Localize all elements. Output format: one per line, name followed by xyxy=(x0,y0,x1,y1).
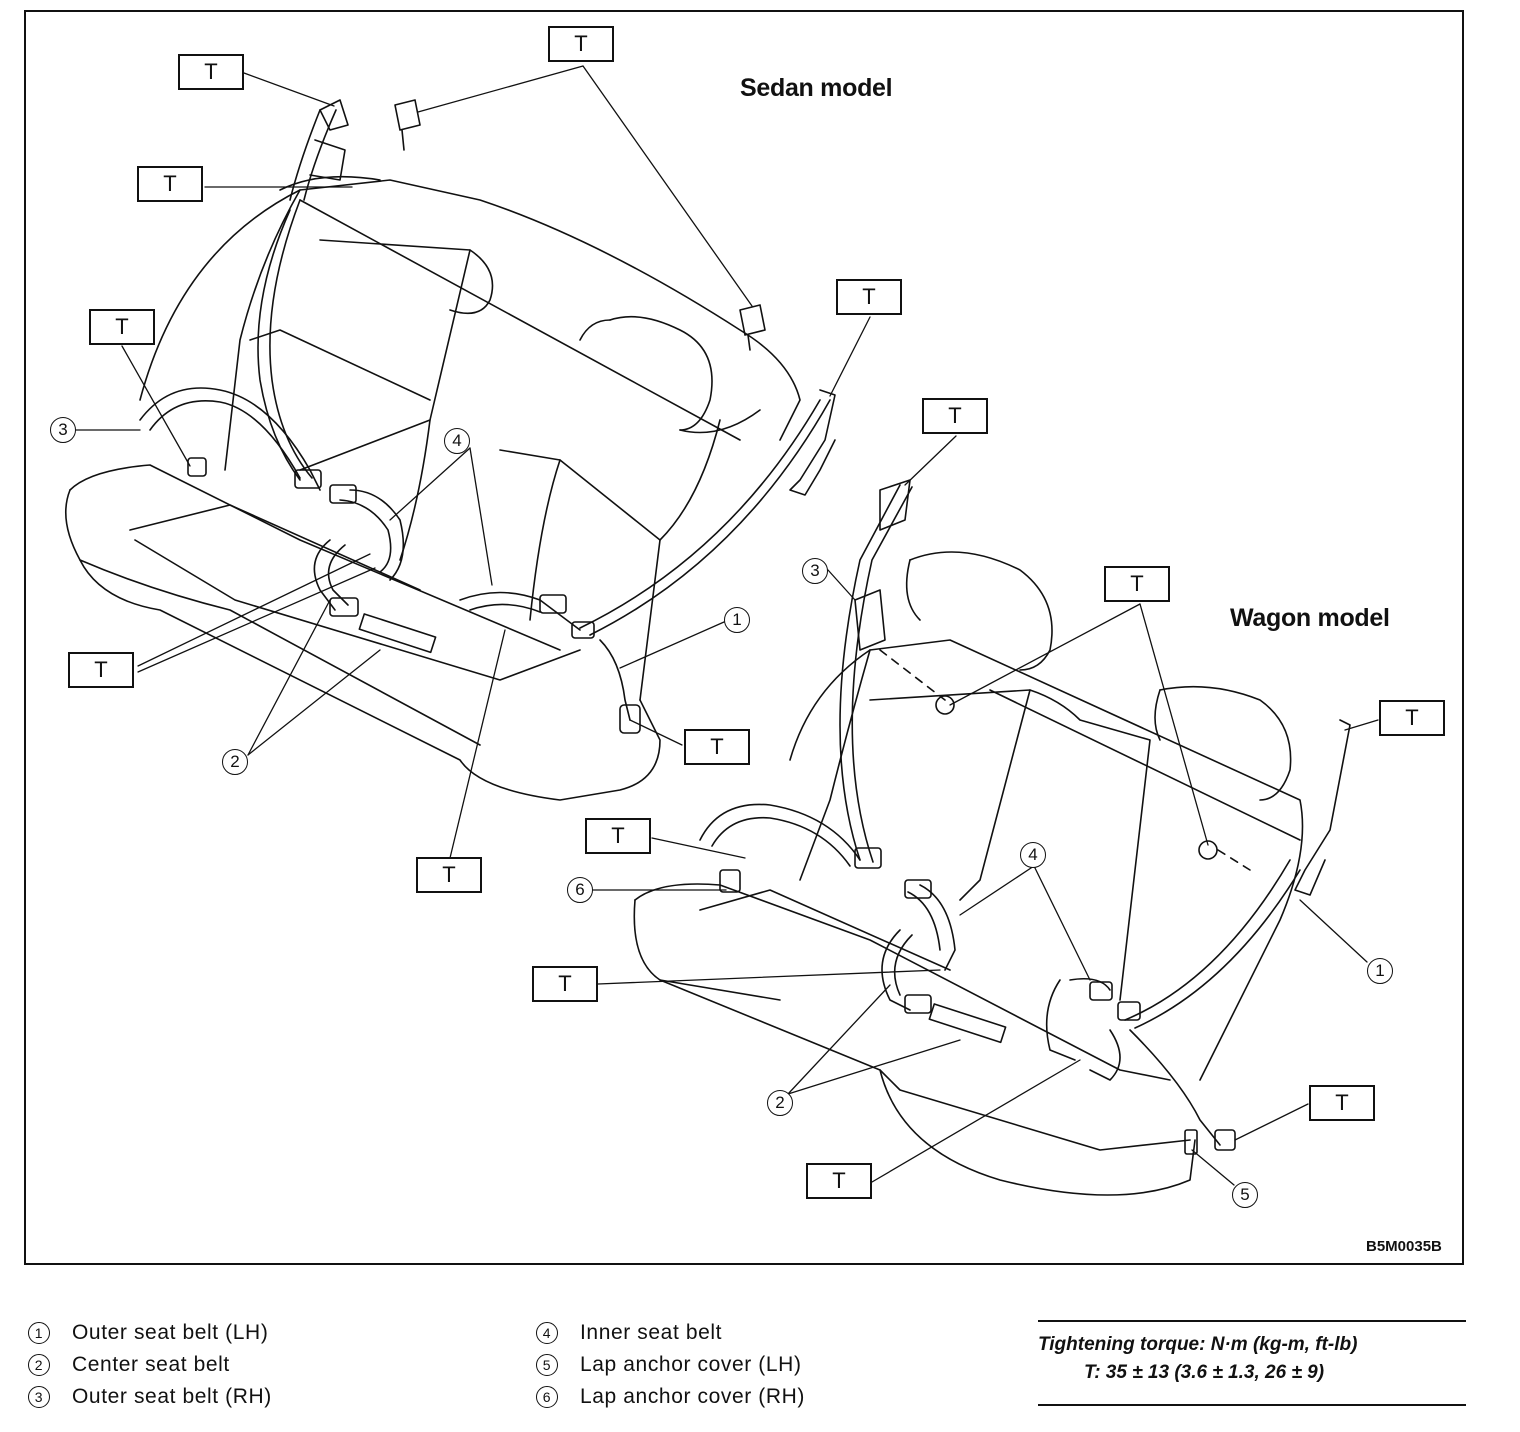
legend-number: 6 xyxy=(536,1386,558,1408)
callout-1: 1 xyxy=(1367,958,1393,984)
legend-label: Center seat belt xyxy=(72,1353,230,1376)
legend-item: 3 Outer seat belt (RH) xyxy=(28,1382,272,1412)
legend-item: 1 Outer seat belt (LH) xyxy=(28,1318,268,1348)
torque-label-box: T xyxy=(806,1163,872,1199)
legend-label: Lap anchor cover (RH) xyxy=(580,1385,806,1408)
callout-6: 6 xyxy=(567,877,593,903)
legend-number: 4 xyxy=(536,1322,558,1344)
legend-item: 5 Lap anchor cover (LH) xyxy=(536,1350,802,1380)
torque-label-box: T xyxy=(585,818,651,854)
torque-label-box: T xyxy=(1379,700,1445,736)
callout-2: 2 xyxy=(767,1090,793,1116)
legend-label: Outer seat belt (LH) xyxy=(72,1321,269,1344)
torque-label-box: T xyxy=(137,166,203,202)
torque-label-box: T xyxy=(178,54,244,90)
sedan-seat-drawing xyxy=(64,99,836,801)
callout-5: 5 xyxy=(1232,1182,1258,1208)
legend-number: 3 xyxy=(28,1386,50,1408)
legend-number: 2 xyxy=(28,1354,50,1376)
callout-3: 3 xyxy=(802,558,828,584)
callout-2: 2 xyxy=(222,749,248,775)
torque-label-box: T xyxy=(922,398,988,434)
legend-item: 2 Center seat belt xyxy=(28,1350,230,1380)
leader-lines xyxy=(75,65,1379,1186)
legend-item: 6 Lap anchor cover (RH) xyxy=(536,1382,805,1412)
torque-label-box: T xyxy=(68,652,134,688)
legend-item: 4 Inner seat belt xyxy=(536,1318,722,1348)
wagon-seat-drawing xyxy=(633,479,1351,1196)
callout-1: 1 xyxy=(724,607,750,633)
torque-label-box: T xyxy=(1309,1085,1375,1121)
torque-label-box: T xyxy=(1104,566,1170,602)
callout-3: 3 xyxy=(50,417,76,443)
tightening-torque-box: Tightening torque: N·m (kg-m, ft-lb) T: … xyxy=(1038,1320,1466,1406)
sedan-model-title: Sedan model xyxy=(740,74,893,102)
callout-4: 4 xyxy=(1020,842,1046,868)
torque-label-box: T xyxy=(89,309,155,345)
figure-code: B5M0035B xyxy=(1366,1238,1442,1255)
legend-number: 5 xyxy=(536,1354,558,1376)
torque-label-box: T xyxy=(836,279,902,315)
torque-label-box: T xyxy=(684,729,750,765)
callout-4: 4 xyxy=(444,428,470,454)
torque-label-box: T xyxy=(548,26,614,62)
torque-label-box: T xyxy=(532,966,598,1002)
torque-value: T: 35 ± 13 (3.6 ± 1.3, 26 ± 9) xyxy=(1084,1362,1325,1383)
legend-label: Inner seat belt xyxy=(580,1321,723,1344)
diagram-frame xyxy=(24,10,1464,1265)
wagon-model-title: Wagon model xyxy=(1230,604,1390,632)
legend-label: Lap anchor cover (LH) xyxy=(580,1353,802,1376)
legend-label: Outer seat belt (RH) xyxy=(72,1385,272,1408)
torque-heading: Tightening torque: N·m (kg-m, ft-lb) xyxy=(1038,1334,1358,1355)
legend-number: 1 xyxy=(28,1322,50,1344)
torque-label-box: T xyxy=(416,857,482,893)
